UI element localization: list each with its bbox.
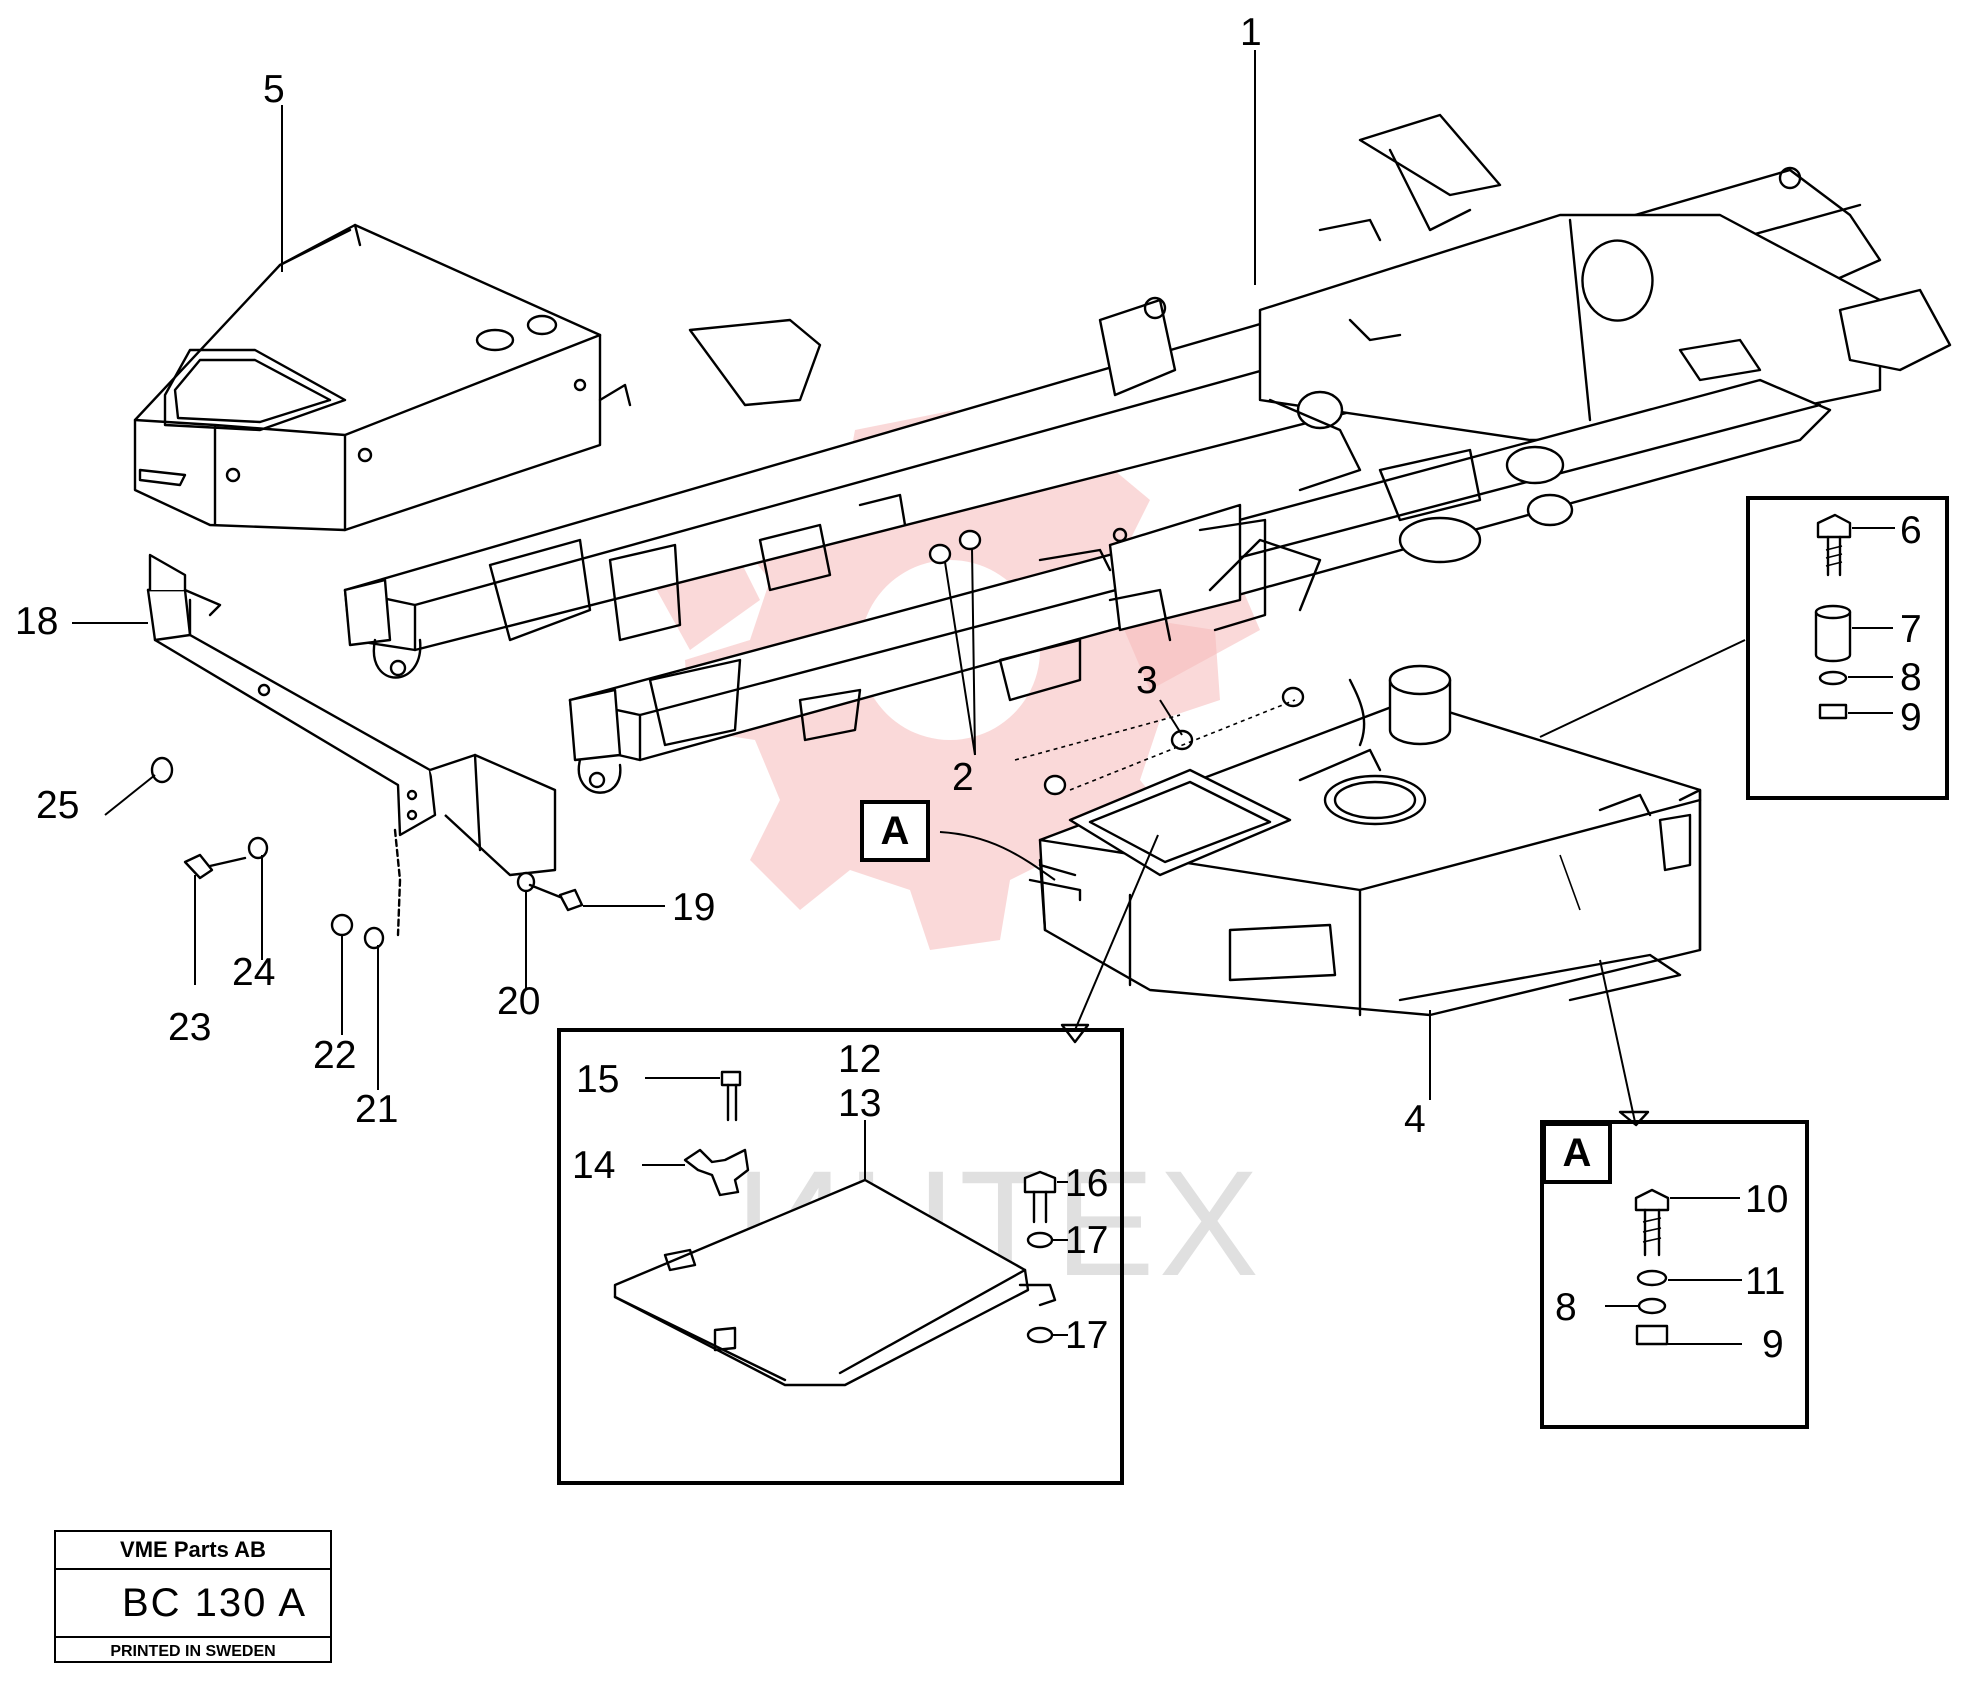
bolt-10-icon — [1634, 1188, 1670, 1212]
callout-24: 24 — [232, 951, 275, 994]
screw-15-icon — [720, 1070, 742, 1087]
detail-tag-a-main: A — [860, 800, 930, 862]
callout-9b: 9 — [1762, 1323, 1784, 1366]
nut-3c-icon — [1043, 774, 1067, 796]
washer-17b-icon — [1026, 1326, 1054, 1344]
detail-box-bolt-sleeve — [1746, 496, 1949, 800]
part-1-frame — [343, 113, 1952, 794]
nut-22-icon — [330, 913, 354, 937]
leader-lines — [72, 50, 1746, 1127]
callout-2: 2 — [952, 756, 974, 799]
bolt-16-icon — [1023, 1170, 1057, 1194]
callout-17a: 17 — [1065, 1219, 1108, 1262]
washer-11-icon — [1636, 1269, 1668, 1287]
callout-13: 13 — [838, 1082, 881, 1125]
callout-12: 12 — [838, 1038, 881, 1081]
washer-20-icon — [516, 871, 536, 893]
callout-7: 7 — [1900, 608, 1922, 651]
callout-18: 18 — [15, 600, 58, 643]
drawing-code: BC 130 A — [56, 1570, 330, 1638]
callout-11: 11 — [1745, 1260, 1786, 1303]
washer-24-icon — [247, 836, 269, 860]
sleeve-7-icon — [1814, 610, 1852, 663]
callout-4: 4 — [1404, 1098, 1426, 1141]
callout-25: 25 — [36, 784, 79, 827]
callout-14: 14 — [572, 1144, 615, 1187]
nut-9a-icon — [1818, 703, 1848, 720]
callout-10: 10 — [1745, 1178, 1788, 1221]
detail-tag-a-inset: A — [1542, 1122, 1612, 1184]
title-block: VME Parts AB BC 130 A PRINTED IN SWEDEN — [54, 1530, 332, 1663]
nut-3b-icon — [1281, 686, 1305, 708]
callout-9a: 9 — [1900, 696, 1922, 739]
bolt-6-icon — [1816, 513, 1852, 539]
callout-22: 22 — [313, 1034, 356, 1077]
callout-8a: 8 — [1900, 656, 1922, 699]
printed-note: PRINTED IN SWEDEN — [110, 1643, 276, 1660]
company-name: VME Parts AB — [56, 1532, 330, 1570]
detail-box-a-fasteners — [1540, 1120, 1809, 1429]
callout-20: 20 — [497, 980, 540, 1023]
washer-17a-icon — [1026, 1231, 1054, 1249]
washer-25-icon — [150, 756, 174, 784]
callout-23: 23 — [168, 1006, 211, 1049]
nut-2b-icon — [958, 529, 982, 551]
callout-6: 6 — [1900, 509, 1922, 552]
bolt-19-icon — [558, 888, 584, 912]
loose-hardware — [150, 529, 1305, 950]
callout-5: 5 — [263, 68, 285, 111]
callout-15: 15 — [576, 1058, 619, 1101]
washer-8b-icon — [1637, 1297, 1667, 1315]
callout-3: 3 — [1136, 659, 1158, 702]
callout-16: 16 — [1065, 1162, 1108, 1205]
callout-19: 19 — [672, 886, 715, 929]
bolt-23-icon — [183, 853, 214, 880]
part-18-bracket — [146, 553, 557, 937]
callout-labels: 1 5 18 25 23 24 22 21 20 19 2 3 4 6 7 8 … — [15, 11, 1922, 1366]
nut-9b-icon — [1635, 1324, 1669, 1346]
washer-8a-icon — [1818, 670, 1848, 686]
lock-14-icon — [683, 1148, 750, 1197]
part-4-tank — [1028, 664, 1702, 1017]
nut-2a-icon — [928, 543, 952, 565]
part-5-cover-box — [133, 223, 632, 532]
callout-8b: 8 — [1555, 1286, 1577, 1329]
detail-box-cover — [557, 1028, 1124, 1485]
callout-17b: 17 — [1065, 1314, 1108, 1357]
nut-3a-icon — [1170, 729, 1194, 751]
washer-21-icon — [363, 926, 385, 950]
callout-21: 21 — [355, 1088, 398, 1131]
callout-1: 1 — [1240, 11, 1262, 54]
